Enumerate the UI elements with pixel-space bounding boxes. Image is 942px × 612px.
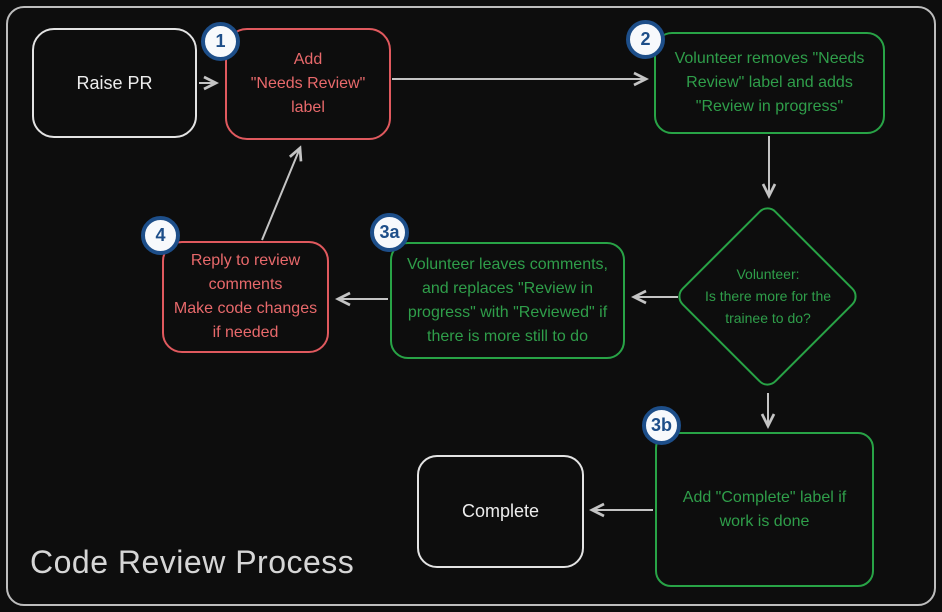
arrow-4-to-1 <box>261 145 303 241</box>
diagram-title: Code Review Process <box>30 544 355 580</box>
step-badge-1: 1 <box>201 22 240 61</box>
node-add-needs-review-label: Add "Needs Review" label <box>225 28 391 140</box>
step-badge-2: 2 <box>626 20 665 59</box>
node-volunteer-leaves-comments: Volunteer leaves comments, and replaces … <box>390 242 625 359</box>
node-reply-to-review-comments: Reply to review comments Make code chang… <box>162 241 329 353</box>
step-badge-4: 4 <box>141 216 180 255</box>
step-badge-3b: 3b <box>642 406 681 445</box>
node-volunteer-removes-label: Volunteer removes "Needs Review" label a… <box>654 32 885 134</box>
node-complete: Complete <box>417 455 584 568</box>
decision-diamond-label: Volunteer: Is there more for the trainee… <box>704 266 832 326</box>
node-add-complete-label: Add "Complete" label if work is done <box>655 432 874 587</box>
step-badge-3a: 3a <box>370 213 409 252</box>
node-raise-pr: Raise PR <box>32 28 197 138</box>
